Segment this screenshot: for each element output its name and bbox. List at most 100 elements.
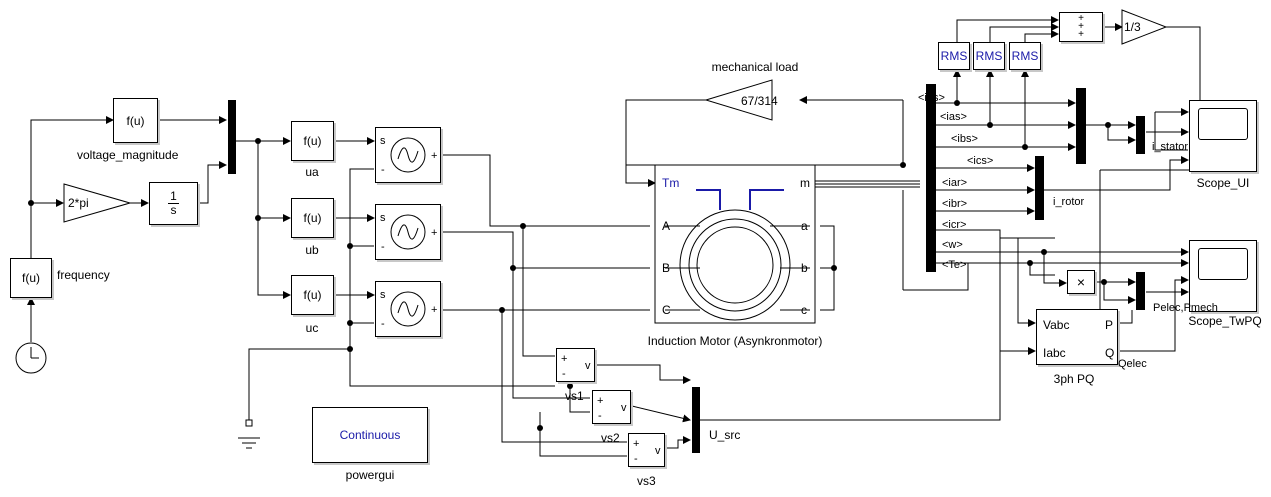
powergui-label: powergui (345, 468, 395, 482)
voltage-source-icon (390, 291, 426, 327)
fcn-ub-block[interactable]: f(u) (291, 198, 334, 238)
vs3-label: vs3 (637, 474, 656, 488)
wire (248, 348, 350, 423)
ub-label: ub (305, 243, 319, 257)
wire (1017, 238, 1036, 327)
i-rotor-label: i_rotor (1053, 196, 1085, 208)
i-stator-label: i_stator (1152, 141, 1189, 153)
wire (956, 16, 1059, 42)
motor-b-input-port: B (662, 261, 671, 275)
integrator-block[interactable]: 1 s (149, 182, 198, 225)
pelec-pmech-label: Pelec,Pmech (1153, 302, 1218, 314)
mux-u-src[interactable] (692, 387, 700, 453)
fcn-label: f(u) (303, 288, 322, 302)
fcn-uc-block[interactable]: f(u) (291, 275, 334, 315)
voltage-source-c[interactable]: s - + (375, 281, 441, 337)
voltage-source-icon (390, 214, 426, 250)
rms-block-c[interactable]: RMS (1009, 42, 1041, 70)
voltage-sensor-vs2[interactable]: + - v (592, 390, 631, 424)
mux-voltage[interactable] (228, 100, 236, 174)
scope-twpq-block[interactable] (1189, 240, 1257, 312)
pq-block[interactable]: Vabc Iabc P Q (1036, 309, 1118, 365)
vs1-label: vs1 (565, 389, 584, 403)
sum-signs: + + + (1078, 13, 1084, 40)
signal-w: <w> (942, 239, 963, 251)
motor-symbol-icon (654, 164, 816, 324)
gain-load-label[interactable]: 67/314 (741, 94, 778, 108)
wire (631, 405, 691, 423)
wire (1024, 30, 1059, 42)
rms-block-a[interactable]: RMS (938, 42, 970, 70)
source-s-port-label: s (380, 135, 386, 147)
source-plus-port-label: + (431, 304, 438, 316)
vs-plus-port: + (597, 395, 604, 407)
motor-tm-port: Tm (662, 176, 680, 190)
source-minus-port-label: - (381, 318, 385, 330)
wire (501, 310, 627, 443)
fcn-label: f(u) (22, 271, 40, 285)
vs-v-port: v (585, 360, 591, 372)
signal-iar: <iar> (942, 177, 968, 189)
mux-stator[interactable] (1076, 88, 1086, 164)
voltage-sensor-vs1[interactable]: + - v (556, 348, 595, 382)
product-icon: × (1076, 274, 1086, 290)
motor-a-output-port: a (801, 219, 808, 233)
wire (522, 226, 555, 357)
wire (349, 168, 555, 387)
signal-ias-top: <ias> (918, 92, 945, 104)
voltage-sensor-vs3[interactable]: + - v (628, 433, 665, 467)
gain-2pi-label[interactable]: 2*pi (68, 196, 89, 210)
wire (1029, 263, 1055, 276)
wire (1107, 125, 1136, 144)
gain-2pi-triangle (63, 183, 132, 223)
vs-minus-port: - (634, 453, 638, 465)
vs-plus-port: + (633, 438, 640, 450)
source-s-port-label: s (380, 212, 386, 224)
vs-v-port: v (621, 402, 627, 414)
wire (441, 154, 650, 227)
motor-m-port: m (800, 176, 810, 190)
voltage-magnitude-label: voltage_magnitude (77, 148, 179, 162)
scope-ui-block[interactable] (1189, 100, 1257, 172)
motor-title[interactable]: Induction Motor (Asynkronmotor) (647, 334, 823, 348)
fcn-ua-block[interactable]: f(u) (291, 121, 334, 161)
gain-third-label[interactable]: 1/3 (1124, 20, 1141, 34)
sum-block[interactable]: + + + (1059, 12, 1103, 42)
voltage-source-b[interactable]: s - + (375, 204, 441, 260)
scope-ui-label: Scope_UI (1196, 176, 1250, 190)
wire (30, 116, 114, 260)
motor-b-output-port: b (801, 261, 808, 275)
mux-scope-twpq[interactable] (1136, 272, 1145, 310)
pq-q-port: Q (1105, 346, 1115, 360)
fcn-frequency-block[interactable]: f(u) (10, 258, 52, 298)
powergui-block[interactable]: Continuous (312, 407, 428, 463)
scope-twpq-label: Scope_TwPQ (1188, 314, 1262, 328)
ua-label: ua (305, 165, 319, 179)
wire (1118, 310, 1133, 324)
pq-vabc-port: Vabc (1043, 318, 1070, 332)
wire (1043, 252, 1067, 287)
continuous-label: Continuous (339, 428, 401, 442)
mux-rotor[interactable] (1035, 156, 1044, 220)
motor-a-input-port: A (662, 219, 671, 233)
rms-block-b[interactable]: RMS (973, 42, 1005, 70)
bus-selector-demux[interactable] (926, 84, 936, 272)
rms-label: RMS (1011, 49, 1039, 63)
junction-dots (28, 100, 1111, 431)
voltage-source-a[interactable]: s - + (375, 127, 441, 183)
integrator-denominator: s (170, 203, 177, 217)
signal-te: <Te> (942, 259, 967, 271)
wire (198, 161, 227, 204)
fcn-voltage-block[interactable]: f(u) (113, 98, 158, 143)
wire (257, 141, 291, 299)
product-block[interactable]: × (1067, 270, 1095, 294)
rms-label: RMS (940, 49, 968, 63)
wire (512, 268, 590, 399)
motor-c-output-port: c (801, 303, 807, 317)
wire (1154, 112, 1188, 151)
signal-ibs: <ibs> (951, 133, 978, 145)
mux-scope-ui[interactable] (1136, 116, 1145, 154)
clock-icon (15, 342, 47, 374)
source-minus-port-label: - (381, 164, 385, 176)
source-plus-port-label: + (431, 150, 438, 162)
